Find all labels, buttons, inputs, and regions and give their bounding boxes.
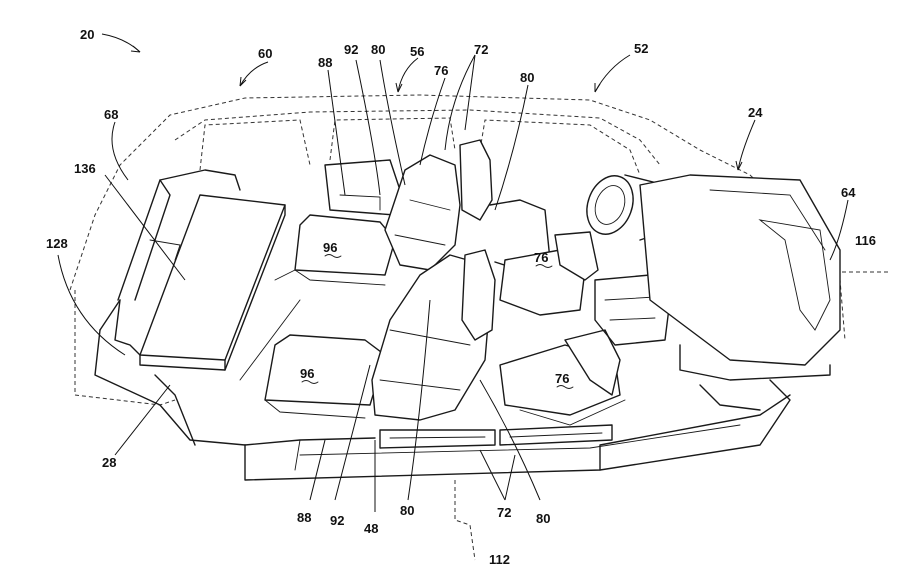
rear-seat-cushion-lower [239,299,386,419]
ref-76-low: 76 [555,371,569,386]
ref-48: 48 [364,521,378,536]
ref-136: 136 [74,161,96,176]
ref-80-top: 80 [371,42,385,57]
vehicle-floor [94,329,791,481]
ref-112: 112 [489,552,510,567]
ref-116: 116 [855,233,876,248]
ref-72-top: 72 [474,42,488,57]
ref-96-b: 96 [300,366,314,381]
ref-64: 64 [841,185,856,200]
front-seat-upper [499,231,599,316]
vehicle-body-outline [69,94,890,561]
ref-60: 60 [258,46,272,61]
stowed-seat-stack [371,139,551,421]
reference-numerals: 20 60 56 52 88 92 80 76 72 80 24 68 136 … [46,27,876,567]
ref-52: 52 [634,41,648,56]
ref-96-a: 96 [323,240,337,255]
front-panel [639,174,841,411]
label-underlines [301,254,574,389]
ref-68: 68 [104,107,118,122]
ref-76-top: 76 [434,63,448,78]
ref-80-right: 80 [520,70,534,85]
seat-tracks [379,424,613,449]
ref-76-mid: 76 [534,250,548,265]
ref-24: 24 [748,105,763,120]
ref-20: 20 [80,27,94,42]
leader-lines [57,33,849,512]
ref-128: 128 [46,236,68,251]
ref-28: 28 [102,455,116,470]
ref-80-bot: 80 [400,503,414,518]
ref-92-bot: 92 [330,513,344,528]
ref-80-bot2: 80 [536,511,550,526]
ref-72-bot: 72 [497,505,511,520]
ref-92-top: 92 [344,42,358,57]
side-panel-upper [324,159,401,216]
rear-cargo-panel [99,169,286,446]
ref-56: 56 [410,44,424,59]
front-seat-lower [499,329,626,426]
ref-88-bot: 88 [297,510,311,525]
ref-88-top: 88 [318,55,332,70]
